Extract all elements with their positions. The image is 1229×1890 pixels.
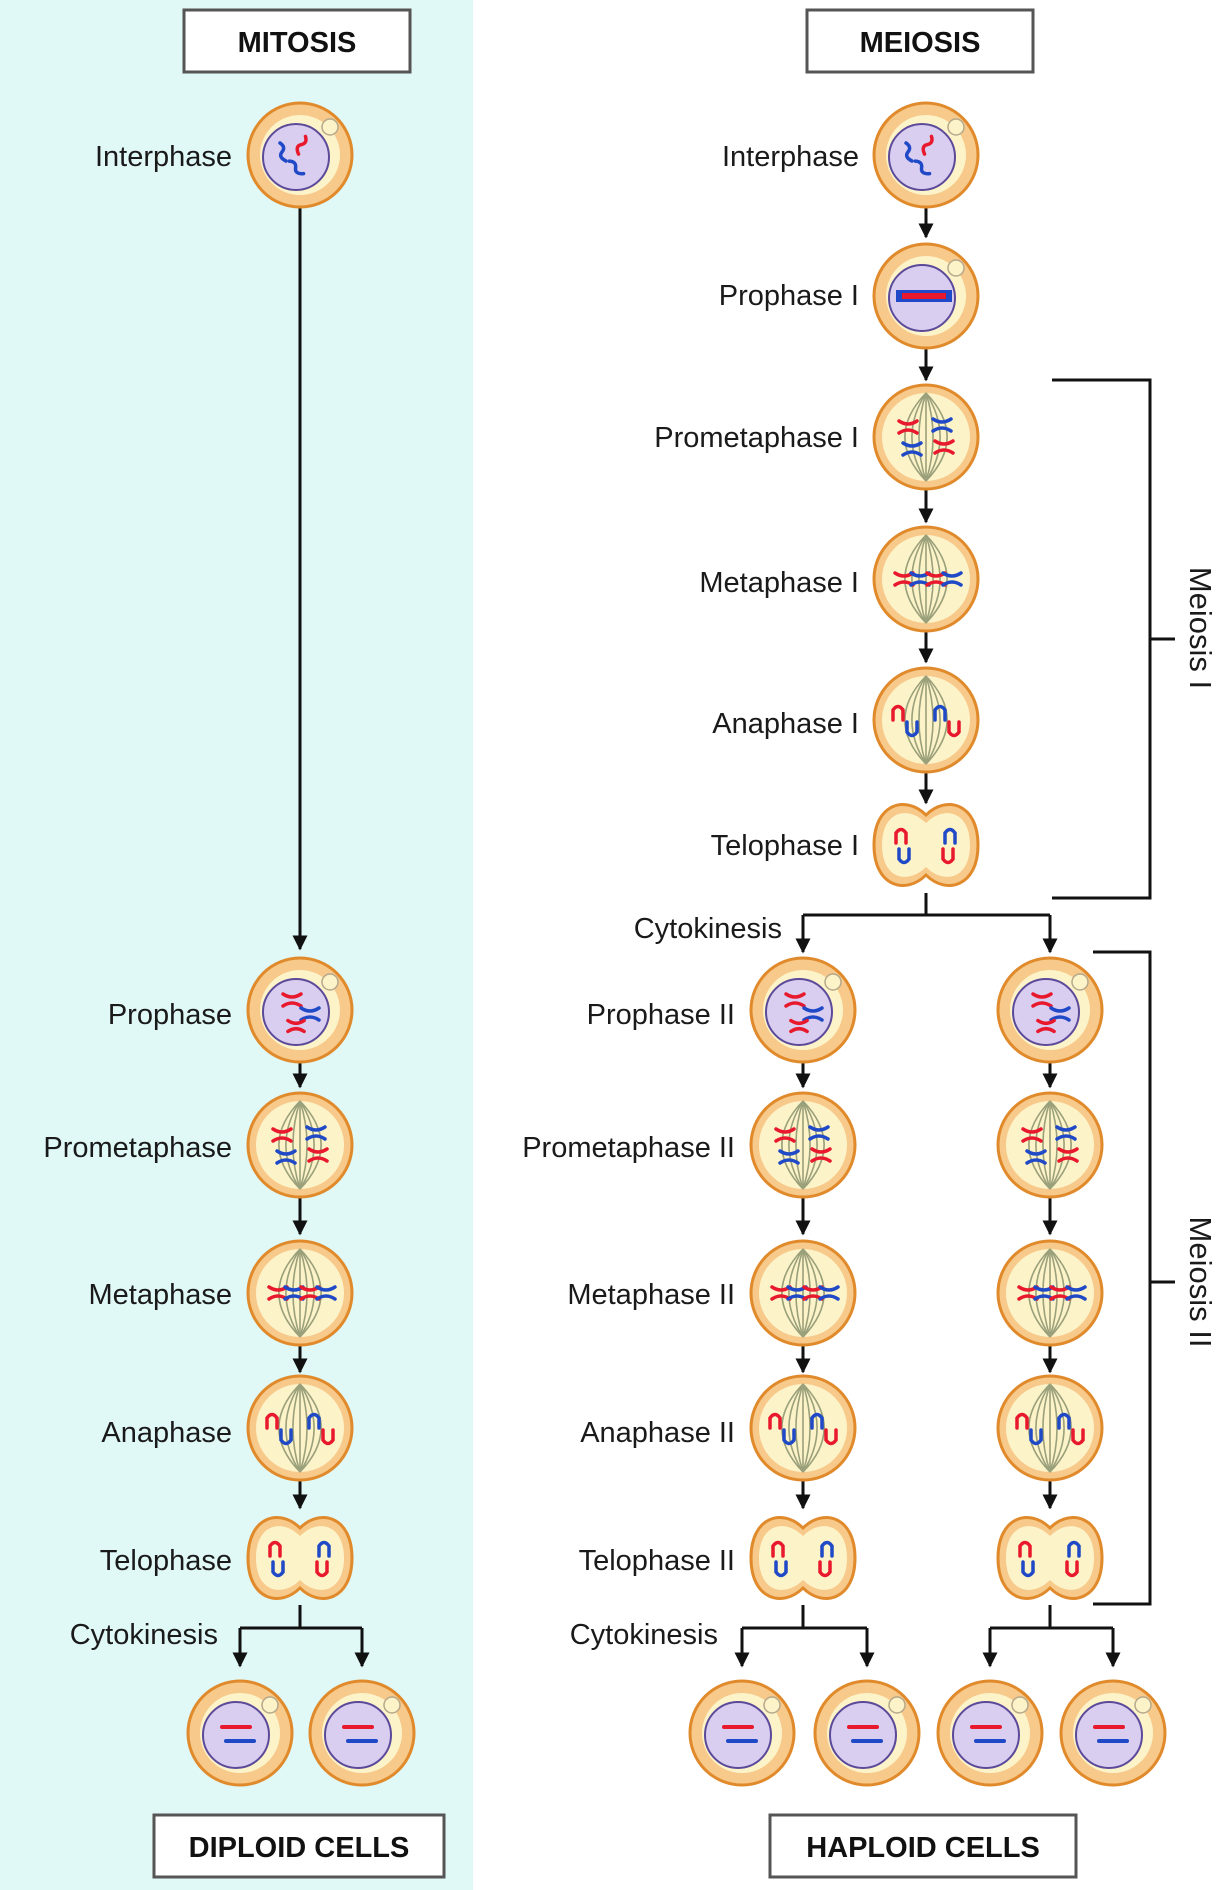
metaphase-ii-cell-b (996, 1239, 1104, 1347)
mitosis-label-interphase: Interphase (95, 141, 232, 173)
meiosis-label-prophase-i: Prophase I (719, 280, 859, 312)
meiosis-ii-left-split (742, 1605, 867, 1630)
meiosis-ii-label: Meiosis II (1183, 1217, 1218, 1348)
mitosis-prometaphase-cell (246, 1091, 354, 1199)
haploid-result-label: HAPLOID CELLS (806, 1832, 1040, 1864)
meiosis-label-prometaphase-ii: Prometaphase II (522, 1132, 735, 1164)
meiosis-ii-right-split (990, 1605, 1113, 1630)
anaphase-i-cell (872, 666, 980, 774)
metaphase-ii-cell-a (749, 1239, 857, 1347)
diploid-daughter-cell-1 (186, 1679, 294, 1787)
mitosis-label-anaphase: Anaphase (101, 1417, 232, 1449)
prometaphase-ii-cell-a (749, 1091, 857, 1199)
meiosis-i-cytokinesis-split (803, 893, 1050, 917)
mitosis-telophase-cell (246, 1516, 354, 1600)
mitosis-interphase-cell (246, 101, 354, 209)
meiosis-label-prophase-ii: Prophase II (587, 999, 735, 1031)
haploid-daughter-cell-2 (813, 1679, 921, 1787)
meiosis-label-interphase: Interphase (722, 141, 859, 173)
mitosis-label-metaphase: Metaphase (89, 1279, 233, 1311)
telophase-i-cell (872, 803, 980, 887)
meiosis-label-metaphase-ii: Metaphase II (567, 1279, 735, 1311)
mitosis-label-telophase: Telophase (100, 1545, 232, 1577)
haploid-daughter-cell-1 (688, 1679, 796, 1787)
haploid-daughter-cell-4 (1059, 1679, 1167, 1787)
diploid-result-box: DIPLOID CELLS (152, 1813, 446, 1879)
anaphase-ii-cell-b (996, 1374, 1104, 1482)
meiosis-label-prometaphase-i: Prometaphase I (654, 422, 859, 454)
diploid-result-label: DIPLOID CELLS (189, 1832, 410, 1864)
anaphase-ii-cell-a (749, 1374, 857, 1482)
mitosis-label-prophase: Prophase (108, 999, 232, 1031)
telophase-ii-cell-b (996, 1516, 1104, 1600)
prometaphase-i-cell (872, 383, 980, 491)
meiosis-label-cytokinesis-ii: Cytokinesis (570, 1619, 718, 1651)
meiosis-title: MEIOSIS (860, 27, 981, 59)
meiosis-title-box: MEIOSIS (805, 8, 1035, 74)
mitosis-label-prometaphase: Prometaphase (43, 1132, 232, 1164)
meiosis-label-cytokinesis-i: Cytokinesis (634, 913, 782, 945)
mitosis-anaphase-cell (246, 1374, 354, 1482)
mitosis-metaphase-cell (246, 1239, 354, 1347)
cells-layer (186, 101, 1167, 1787)
meiosis-label-telophase-ii: Telophase II (579, 1545, 735, 1577)
meiosis-label-anaphase-ii: Anaphase II (580, 1417, 735, 1449)
meiosis-ii-bracket (1093, 950, 1175, 1606)
metaphase-i-cell (872, 525, 980, 633)
prophase-ii-cell-b (996, 956, 1104, 1064)
mitosis-cytokinesis-split (240, 1605, 362, 1630)
prophase-i-cell (872, 242, 980, 350)
haploid-result-box: HAPLOID CELLS (768, 1813, 1078, 1879)
meiosis-interphase-cell (872, 101, 980, 209)
mitosis-arrows (232, 207, 370, 1668)
meiosis-arrows (734, 207, 1121, 1668)
mitosis-title-box: MITOSIS (182, 8, 412, 74)
haploid-daughter-cell-3 (936, 1679, 1044, 1787)
mitosis-panel (0, 0, 473, 1890)
prophase-ii-cell-a (749, 956, 857, 1064)
mitosis-title: MITOSIS (238, 27, 357, 59)
prometaphase-ii-cell-b (996, 1091, 1104, 1199)
meiosis-i-label: Meiosis I (1183, 567, 1218, 689)
mitosis-prophase-cell (246, 956, 354, 1064)
mitosis-label-cytokinesis: Cytokinesis (70, 1619, 218, 1651)
meiosis-label-anaphase-i: Anaphase I (712, 708, 859, 740)
telophase-ii-cell-a (749, 1516, 857, 1600)
meiosis-i-bracket (1052, 378, 1175, 900)
diploid-daughter-cell-2 (308, 1679, 416, 1787)
meiosis-label-metaphase-i: Metaphase I (699, 567, 859, 599)
meiosis-label-telophase-i: Telophase I (711, 830, 859, 862)
